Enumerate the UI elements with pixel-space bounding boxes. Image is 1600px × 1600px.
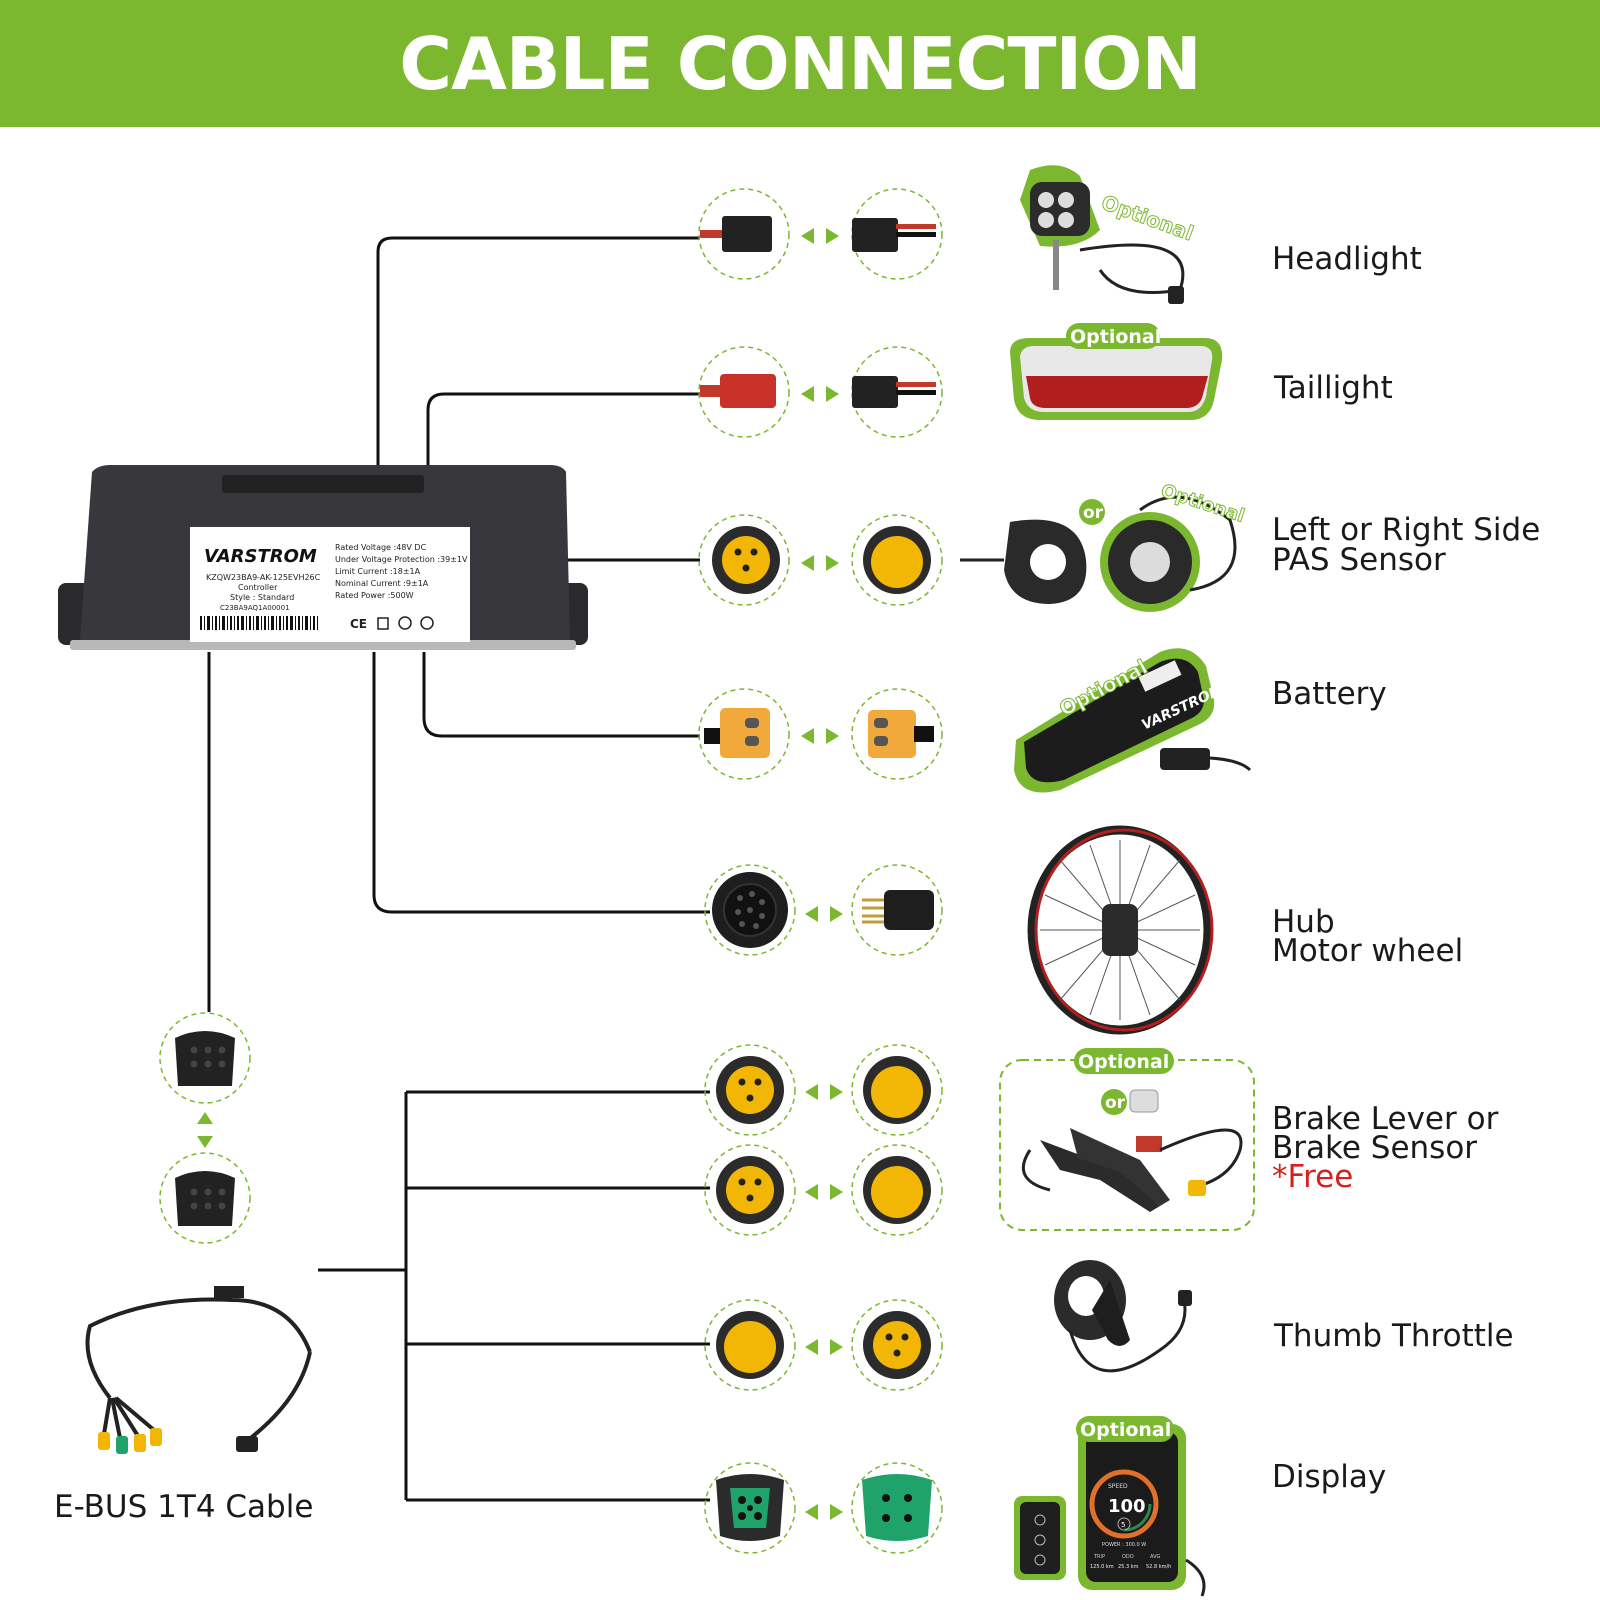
brake-levers-image	[1021, 1089, 1243, 1212]
arrow-pas	[801, 555, 839, 571]
display-speed-value: 100	[1108, 1496, 1146, 1517]
optional-tag-taillight: Optional	[1070, 326, 1161, 348]
or-badge-brake	[1101, 1089, 1127, 1115]
display-avg-value: 52.8 km/h	[1146, 1564, 1171, 1570]
controller-spec-line: Nominal Current :9±1A	[335, 579, 429, 588]
label-headlight: Headlight	[1272, 241, 1422, 277]
battery-image: VARSTROM	[1014, 648, 1252, 793]
label-brake-free: *Free	[1272, 1159, 1354, 1195]
label-brake-line2: Brake Sensor	[1272, 1130, 1478, 1166]
controller-label: VARSTROM KZQW23BA9-AK-125EVH26C Controll…	[200, 543, 468, 631]
controller-spec-line: Rated Voltage :48V DC	[335, 543, 427, 552]
label-hub-line1: Hub	[1272, 904, 1335, 940]
wire-motor	[372, 652, 710, 914]
arrow-battery	[801, 728, 839, 744]
display-trip-value: 125.0 km	[1090, 1564, 1114, 1570]
arrow-taillight	[801, 386, 839, 402]
or-tag-brake: or	[1105, 1093, 1126, 1113]
cert-marks: CE	[350, 617, 367, 631]
thumb-throttle-image	[1054, 1260, 1192, 1373]
display-power: POWER : 300.0 W	[1102, 1542, 1146, 1548]
controller-spec-line: Limit Current :18±1A	[335, 567, 421, 576]
arrow-motor	[805, 906, 843, 922]
display-odo-label: ODO	[1122, 1554, 1134, 1560]
page-title: CABLE CONNECTION	[399, 21, 1202, 106]
brake-optional-frame	[999, 1059, 1255, 1231]
display-odo-value: 25.3 km	[1118, 1564, 1139, 1570]
label-thumb-throttle: Thumb Throttle	[1274, 1318, 1514, 1354]
title-banner: CABLE CONNECTION	[0, 0, 1600, 127]
controller-style: Style : Standard	[230, 593, 294, 602]
throttle-connector-pair	[716, 1311, 931, 1379]
cert-icons	[377, 616, 434, 630]
ebus-plugs	[98, 1428, 258, 1454]
connector-frames	[159, 188, 943, 1554]
controller-brand: VARSTROM	[204, 546, 317, 567]
pas-sensor-image	[960, 495, 1237, 612]
wire-headlight	[376, 236, 700, 472]
motor-connector-pair	[712, 872, 934, 948]
arrow-brake-1	[805, 1084, 843, 1100]
ebus-connector-pair	[175, 1031, 235, 1226]
label-brake-note-wrap: *Free	[1272, 1159, 1354, 1195]
controller-spec-line: Under Voltage Protection :39±1V	[335, 555, 468, 564]
display-image: SPEED 100 5 POWER : 300.0 W TRIP ODO AVG…	[1014, 1424, 1206, 1597]
arrow-headlight	[801, 228, 839, 244]
or-badge-pas	[1079, 499, 1105, 525]
label-brake-line1: Brake Lever or	[1272, 1101, 1499, 1137]
label-pas-line2: PAS Sensor	[1272, 542, 1446, 578]
battery-connector-pair	[704, 708, 934, 758]
controller-model: KZQW23BA9-AK-125EVH26C	[206, 573, 321, 582]
taillight-connector-pair	[700, 374, 936, 408]
wire-taillight	[426, 392, 700, 472]
headlight-image	[1020, 165, 1185, 304]
taillight-image	[1010, 338, 1223, 420]
controller-type: Controller	[238, 583, 278, 592]
display-trip-label: TRIP	[1093, 1554, 1105, 1560]
hub-motor-image	[1027, 825, 1214, 1035]
arrow-ebus	[197, 1112, 213, 1148]
wire-battery	[422, 652, 700, 738]
label-pas-line1: Left or Right Side	[1272, 512, 1541, 548]
label-taillight: Taillight	[1274, 370, 1393, 406]
arrow-display	[805, 1504, 843, 1520]
label-display: Display	[1272, 1459, 1387, 1495]
optional-badge-taillight	[1066, 323, 1160, 349]
display-assist-level: 5	[1121, 1521, 1125, 1529]
ebus-cable-image	[85, 1286, 312, 1442]
headlight-connector-pair	[700, 216, 936, 252]
barcode	[200, 616, 318, 630]
or-tag-pas: or	[1083, 503, 1104, 523]
arrow-throttle	[805, 1339, 843, 1355]
label-battery: Battery	[1272, 676, 1387, 712]
display-speed-label: SPEED	[1108, 1483, 1128, 1490]
connection-arrows	[197, 228, 843, 1520]
display-connector-pair	[716, 1474, 932, 1541]
controller-wires	[207, 236, 710, 1502]
brake-connector-pairs	[716, 1056, 931, 1224]
optional-badge-display	[1076, 1416, 1174, 1442]
optional-tag-headlight: Optional	[1098, 190, 1196, 245]
controller-serial: C23BA9AQ1A00001	[220, 604, 290, 612]
controller-box	[58, 465, 588, 650]
optional-badge-brake	[1074, 1048, 1174, 1074]
optional-tag-brake: Optional	[1078, 1051, 1169, 1073]
optional-tag-display: Optional	[1080, 1419, 1171, 1441]
arrow-brake-2	[805, 1184, 843, 1200]
controller-spec-line: Rated Power :500W	[335, 591, 414, 600]
label-hub-line2: Motor wheel	[1272, 933, 1464, 969]
display-avg-label: AVG	[1150, 1554, 1161, 1560]
label-ebus-cable: E-BUS 1T4 Cable	[54, 1489, 314, 1525]
pas-connector-pair	[712, 526, 931, 594]
